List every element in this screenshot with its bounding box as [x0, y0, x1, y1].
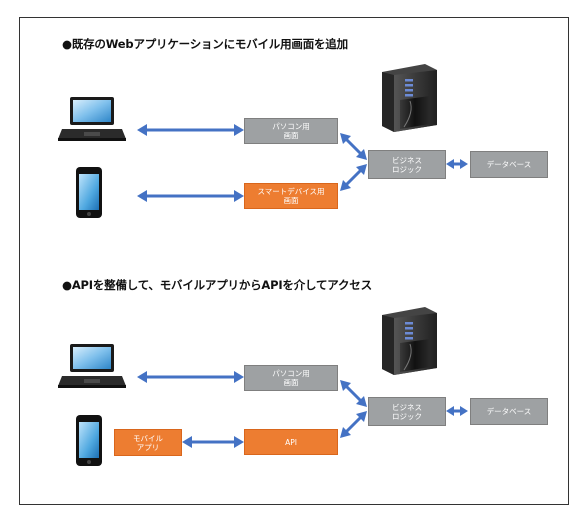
- section2-heading: ●APIを整備して、モバイルアプリからAPIを介してアクセス: [62, 278, 372, 292]
- smartphone-icon: [76, 167, 102, 218]
- server-icon: [382, 307, 437, 375]
- smartphone-icon: [76, 415, 102, 466]
- smart-device-screen-label: スマートデバイス用 画面: [257, 187, 325, 205]
- business-logic-box: ビジネス ロジック: [368, 397, 446, 426]
- database-box: データベース: [470, 398, 548, 425]
- business-logic-label: ビジネス ロジック: [392, 402, 422, 421]
- database-label: データベース: [486, 160, 532, 169]
- pc-screen-box: パソコン用 画面: [244, 118, 338, 144]
- business-logic-box: ビジネス ロジック: [368, 150, 446, 179]
- section1-heading: ●既存のWebアプリケーションにモバイル用画面を追加: [62, 37, 348, 51]
- mobile-app-label: モバイル アプリ: [133, 433, 163, 452]
- api-label: API: [285, 437, 297, 447]
- pc-screen-label: パソコン用 画面: [272, 369, 310, 387]
- database-label: データベース: [486, 407, 532, 416]
- smart-device-screen-box: スマートデバイス用 画面: [244, 183, 338, 209]
- database-box: データベース: [470, 151, 548, 178]
- diagram-frame: [19, 17, 569, 505]
- laptop-icon: [58, 97, 126, 141]
- laptop-icon: [58, 344, 126, 388]
- mobile-app-box: モバイル アプリ: [114, 429, 182, 456]
- section2-arrows: [137, 371, 468, 448]
- server-icon: [382, 64, 437, 132]
- section1-arrows: [137, 124, 468, 202]
- pc-screen-box: パソコン用 画面: [244, 365, 338, 391]
- pc-screen-label: パソコン用 画面: [272, 122, 310, 140]
- business-logic-label: ビジネス ロジック: [392, 155, 422, 174]
- api-box: API: [244, 429, 338, 455]
